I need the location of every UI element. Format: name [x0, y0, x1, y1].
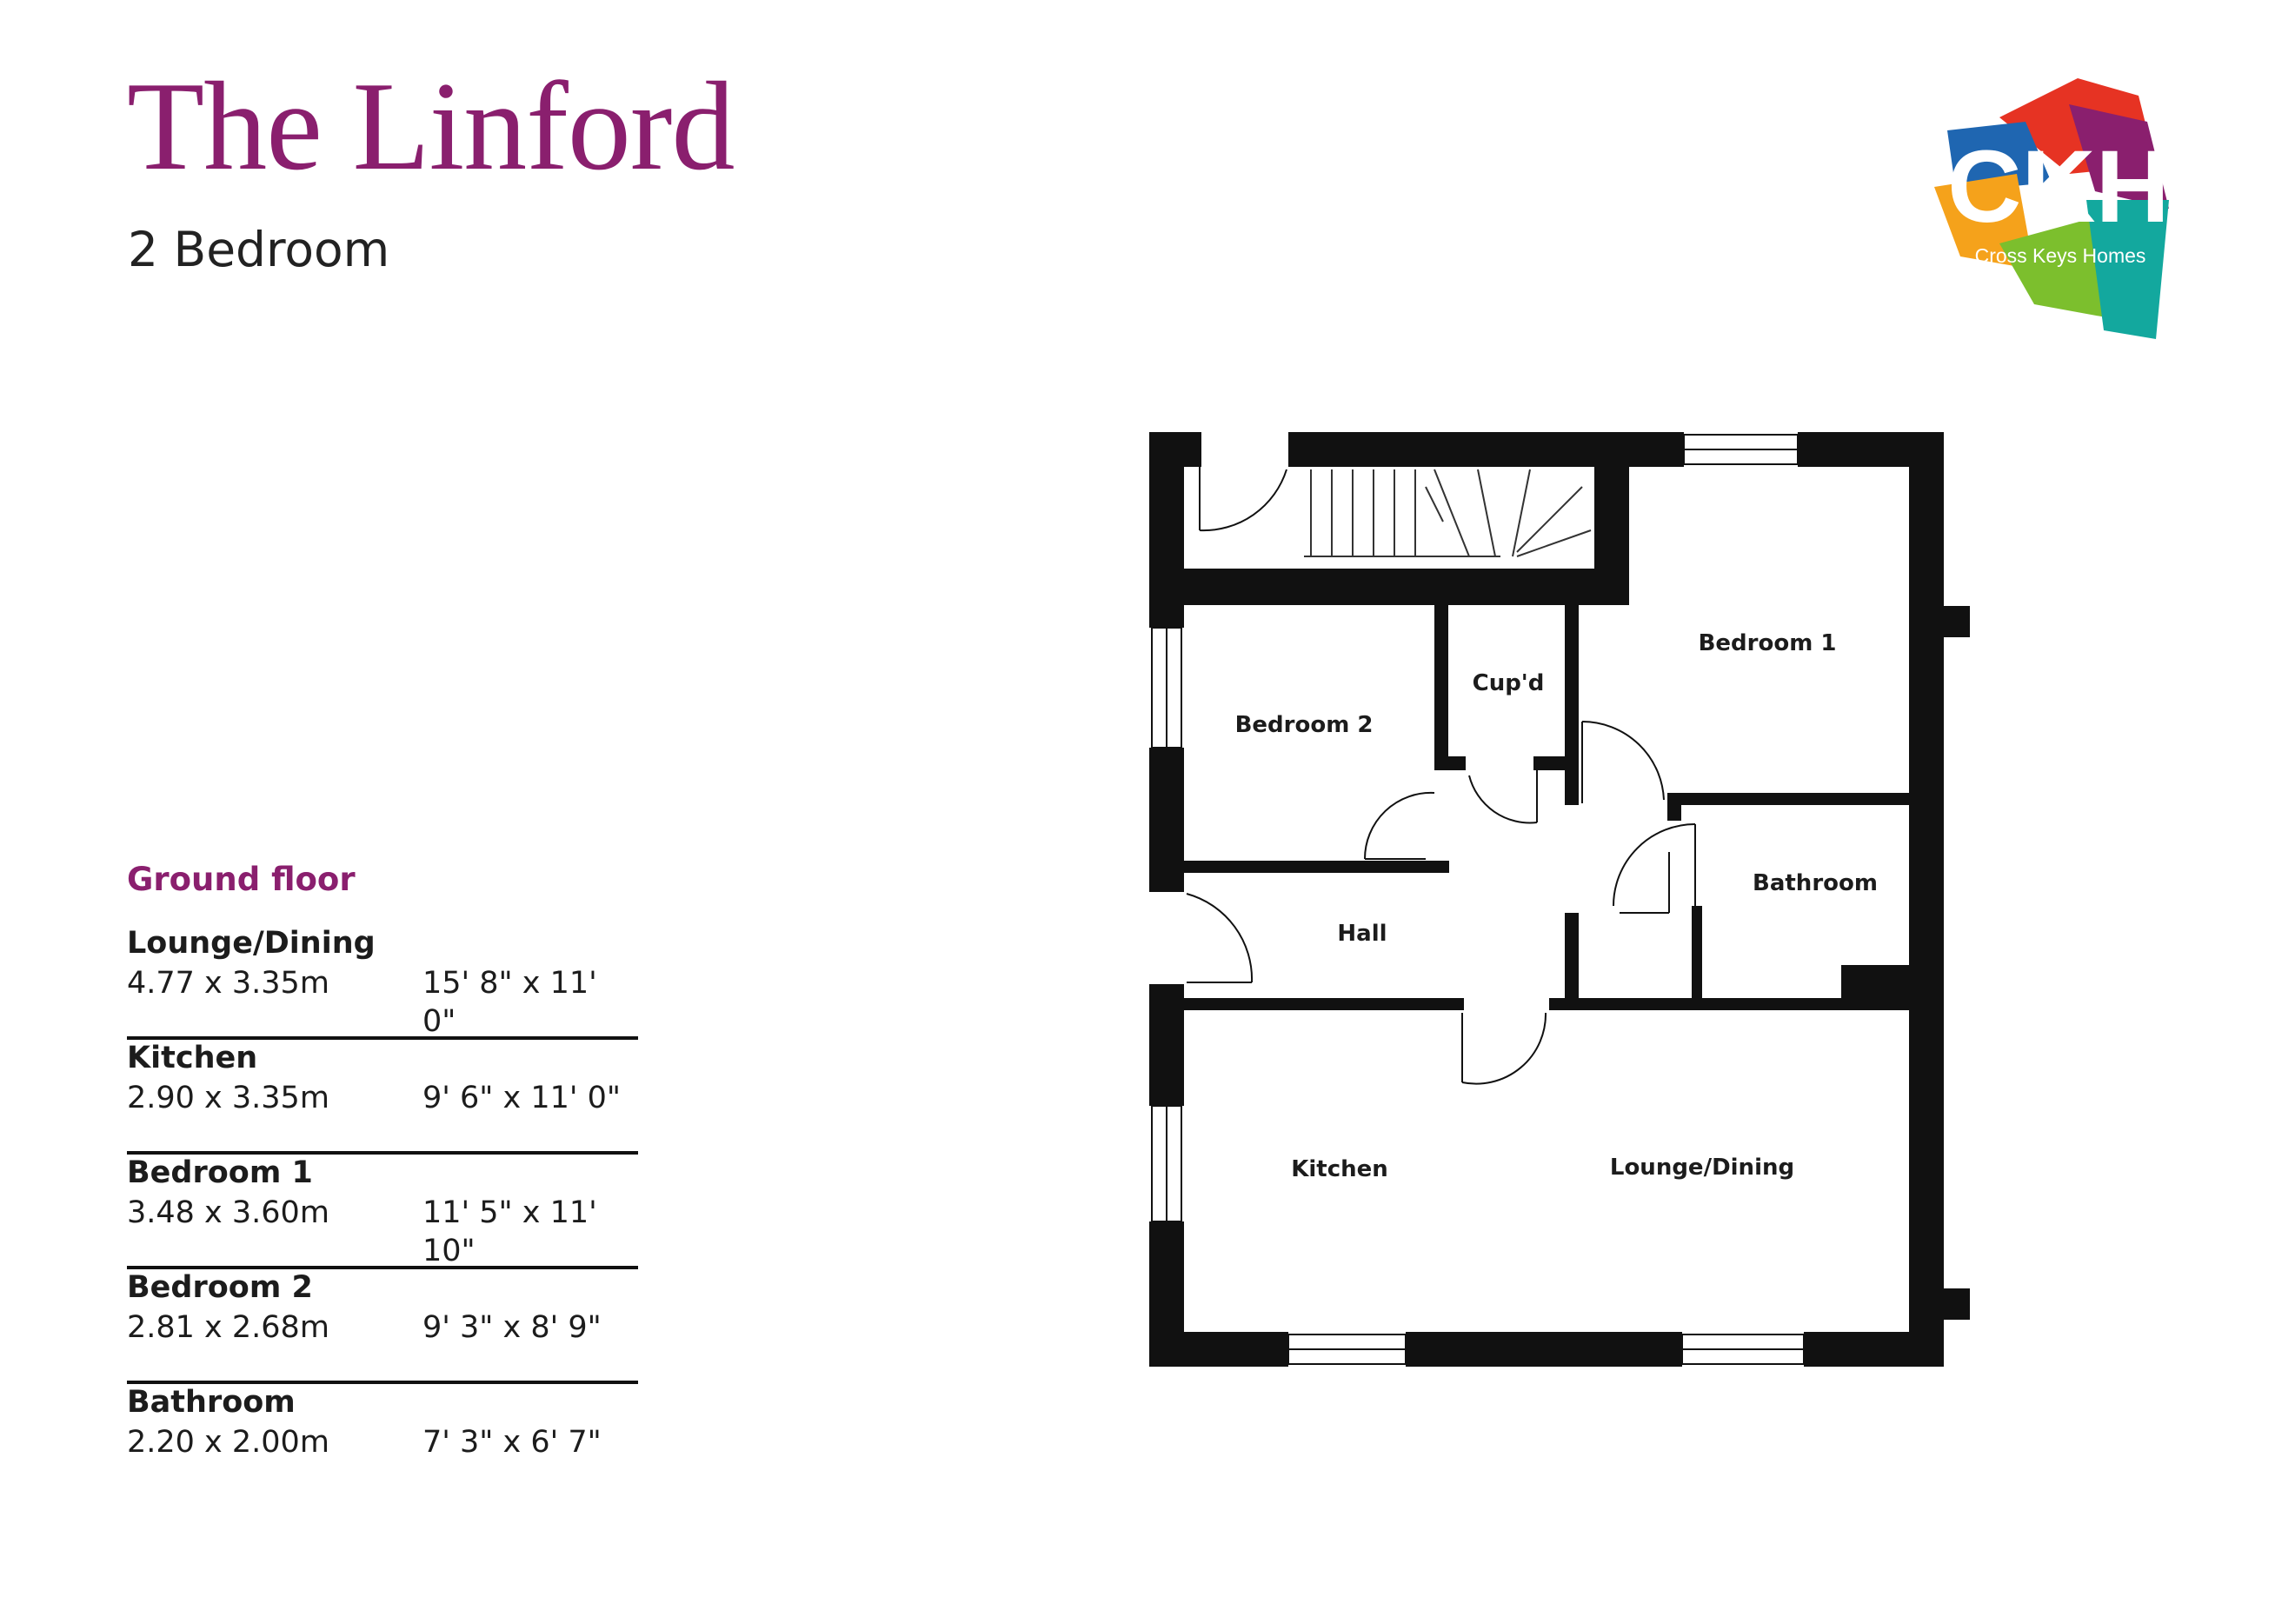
outer-wall-bottom-mid: [1406, 1332, 1682, 1367]
room-imperial-size: 9' 3" x 8' 9": [422, 1310, 602, 1346]
room-metric-size: 3.48 x 3.60m: [127, 1195, 329, 1231]
room-row: Bedroom 1 3.48 x 3.60m 11' 5" x 11' 10": [127, 1155, 638, 1270]
doors: [1186, 443, 1696, 1085]
wall-cupd-right-return: [1533, 756, 1579, 770]
wall-hall-cupboard: [1565, 913, 1579, 1002]
wall-bath-nib: [1841, 965, 1909, 1002]
floor-heading: Ground floor: [127, 861, 356, 898]
outer-wall-left-low: [1149, 984, 1184, 1106]
room-row: Bathroom 2.20 x 2.00m 7' 3" x 6' 7": [127, 1384, 638, 1499]
outer-wall-bottom-right: [1804, 1332, 1944, 1367]
room-imperial-size: 11' 5" x 11' 10": [422, 1195, 597, 1269]
logo-text: CKH: [1947, 130, 2170, 244]
room-row: Bedroom 2 2.81 x 2.68m 9' 3" x 8' 9": [127, 1269, 638, 1385]
outer-wall-bottom-left: [1149, 1332, 1288, 1367]
wall-bed2-bottom: [1184, 861, 1449, 873]
room-label-bedroom1: Bedroom 1: [1699, 630, 1837, 656]
room-imperial-size: 7' 3" x 6' 7": [422, 1425, 602, 1461]
room-label-cupboard: Cup'd: [1473, 670, 1545, 696]
wall-hall-bottom-right: [1549, 998, 1909, 1010]
room-imperial-size: 9' 6" x 11' 0": [422, 1081, 621, 1116]
room-row: Kitchen 2.90 x 3.35m 9' 6" x 11' 0": [127, 1040, 638, 1155]
room-name: Bathroom: [127, 1385, 296, 1421]
page-title: The Linford: [127, 56, 735, 196]
room-name: Bedroom 2: [127, 1270, 313, 1306]
wall-bath-left: [1692, 906, 1702, 1002]
room-name: Bedroom 1: [127, 1155, 313, 1191]
room-label-hall: Hall: [1337, 921, 1387, 947]
room-name: Kitchen: [127, 1041, 258, 1076]
outer-wall-top-stub: [1149, 432, 1201, 467]
wall-bed2-cupd-return: [1434, 756, 1466, 770]
room-row: Lounge/Dining 4.77 x 3.35m 15' 8" x 11' …: [127, 925, 638, 1041]
bedroom-count: 2 Bedroom: [128, 222, 390, 277]
room-name: Lounge/Dining: [127, 926, 376, 962]
room-label-kitchen: Kitchen: [1291, 1156, 1388, 1182]
outer-wall-left-mid: [1149, 748, 1184, 892]
logo-shape-blue: [1947, 122, 2052, 191]
logo-tagline: Cross Keys Homes: [1975, 244, 2146, 267]
room-metric-size: 2.90 x 3.35m: [127, 1081, 329, 1116]
room-label-lounge: Lounge/Dining: [1610, 1155, 1794, 1181]
room-metric-size: 4.77 x 3.35m: [127, 966, 329, 1002]
logo-shape-teal: [2086, 200, 2169, 339]
wall-bed1-bottom: [1667, 793, 1909, 805]
room-label-bathroom: Bathroom: [1753, 870, 1878, 896]
logo-shape-purple: [2069, 104, 2169, 209]
wall-bed2-cupd: [1434, 605, 1448, 770]
room-schedule: Ground floor Lounge/Dining 4.77 x 3.35m …: [127, 861, 638, 1499]
room-metric-size: 2.81 x 2.68m: [127, 1310, 329, 1346]
stairs: [1304, 469, 1592, 557]
wall-nib-lower: [1944, 1288, 1970, 1320]
room-imperial-size: 15' 8" x 11' 0": [422, 966, 597, 1040]
room-label-bedroom2: Bedroom 2: [1235, 712, 1374, 738]
wall-bath-left-upper: [1667, 793, 1681, 821]
walls: [1149, 432, 1970, 1367]
windows: [1151, 434, 1805, 1365]
floor-plan: Bedroom 1 Bedroom 2 Cup'd Bathroom Hall …: [1149, 432, 1970, 1367]
room-metric-size: 2.20 x 2.00m: [127, 1425, 329, 1461]
ckh-logo: CKH Cross Keys Homes: [1934, 78, 2170, 339]
stair-wall-right: [1594, 432, 1629, 605]
outer-wall-right: [1909, 432, 1944, 1367]
wall-cupd-right: [1565, 605, 1579, 805]
stair-wall-bottom: [1184, 569, 1629, 605]
wall-hall-bottom-left: [1184, 998, 1464, 1010]
wall-nib-upper: [1944, 606, 1970, 637]
